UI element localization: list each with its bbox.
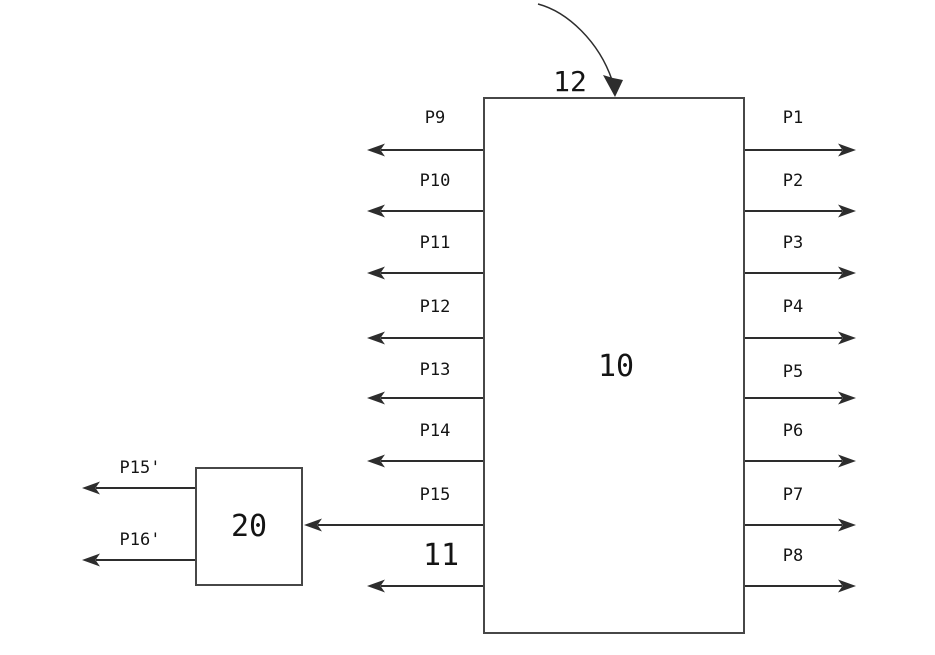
port-label-p16prime: P16' <box>119 530 161 550</box>
port-label-p15prime: P15' <box>119 458 161 478</box>
port-label-p8: P8 <box>782 546 804 566</box>
port-p4-arrow <box>745 331 856 345</box>
port-p12-arrow <box>367 331 483 345</box>
port-p14-arrow <box>367 454 483 468</box>
port-p6-arrow <box>745 454 856 468</box>
port-p8-arrow <box>745 579 856 593</box>
port-label-p4: P4 <box>782 297 804 317</box>
port-p1-arrow <box>745 143 856 157</box>
port-label-p3: P3 <box>782 233 804 253</box>
port-label-p11: P11 <box>419 233 451 253</box>
port-p15prime-arrow <box>82 481 195 495</box>
secondary-block <box>195 467 303 586</box>
port-label-p5: P5 <box>782 362 804 382</box>
port-label-p13: P13 <box>419 360 451 380</box>
port-label-p14: P14 <box>419 421 451 441</box>
port-p13-arrow <box>367 391 483 405</box>
port-p7-arrow <box>745 518 856 532</box>
port-p10-arrow <box>367 204 483 218</box>
port-label-p7: P7 <box>782 485 804 505</box>
port-label-p2: P2 <box>782 171 804 191</box>
port-label-p10: P10 <box>419 171 451 191</box>
port-label-p1: P1 <box>782 108 804 128</box>
reference-label: 12 <box>553 65 587 98</box>
port-p15-arrow <box>304 518 483 532</box>
port-label-p6: P6 <box>782 421 804 441</box>
port-p16prime-arrow <box>82 553 195 567</box>
port-p11-arrow <box>367 266 483 280</box>
bus-11-arrow <box>367 579 483 593</box>
port-p3-arrow <box>745 266 856 280</box>
port-label-p15: P15 <box>419 485 451 505</box>
main-block <box>483 97 745 634</box>
port-p5-arrow <box>745 391 856 405</box>
port-label-p12: P12 <box>419 297 451 317</box>
port-p2-arrow <box>745 204 856 218</box>
port-label-p9: P9 <box>424 108 446 128</box>
bus-label: 11 <box>422 538 460 573</box>
port-p9-arrow <box>367 143 483 157</box>
reference-leader-arrow <box>537 3 623 97</box>
main-block-label: 10 <box>597 349 635 384</box>
secondary-block-label: 20 <box>230 509 268 544</box>
